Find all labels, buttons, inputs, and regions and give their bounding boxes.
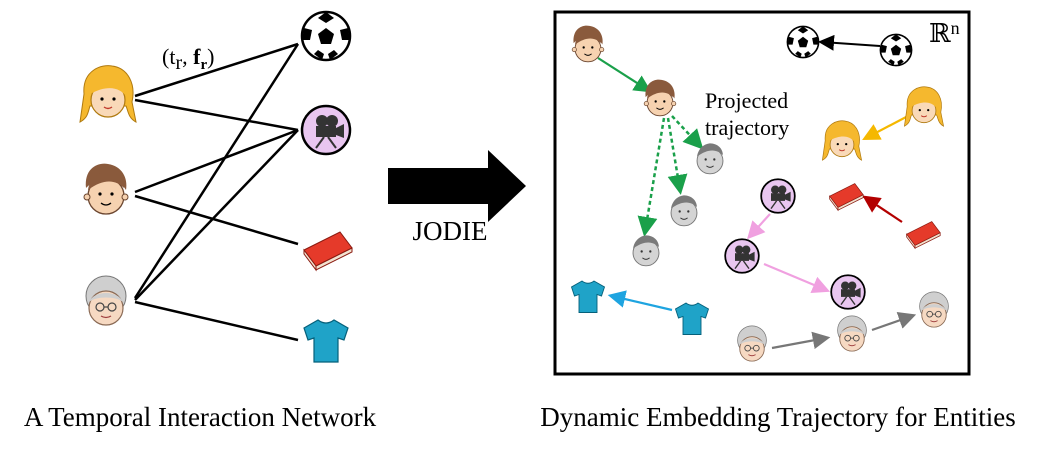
interaction-edges xyxy=(133,42,300,342)
edge-label: (tr, fr) xyxy=(162,44,214,74)
user-girl-icon xyxy=(79,64,137,123)
book-old-icon xyxy=(906,221,941,249)
right-caption: Dynamic Embedding Trajectory for Entitie… xyxy=(540,402,1015,432)
ball-old-icon xyxy=(879,33,913,67)
user-grandma-icon xyxy=(85,275,127,326)
jodie-label: JODIE xyxy=(413,216,488,246)
camera-3-icon xyxy=(830,274,866,310)
projected-trajectories xyxy=(637,115,704,237)
girl-past-icon xyxy=(903,86,945,127)
grandma-trajectory-1 xyxy=(771,331,831,350)
camera-trajectory-2 xyxy=(763,262,831,294)
grandma-trajectory-2 xyxy=(871,312,917,332)
left-caption: A Temporal Interaction Network xyxy=(24,402,377,432)
boy-trajectory xyxy=(597,57,652,93)
shirt-icon xyxy=(303,319,349,363)
book-new-icon xyxy=(829,183,864,211)
soccer-ball-icon xyxy=(300,10,352,62)
girl-current-icon xyxy=(821,120,863,161)
projected-boy-1-icon xyxy=(696,142,724,175)
camera-2-icon xyxy=(724,238,760,274)
movie-camera-icon xyxy=(300,104,352,156)
camera-1-icon xyxy=(760,178,796,214)
boy-past-icon xyxy=(571,25,605,63)
grandma-3-icon xyxy=(919,291,949,328)
embedding-space-box xyxy=(553,10,971,376)
shirt-old-icon xyxy=(675,302,709,335)
user-boy-icon xyxy=(83,162,129,215)
projected-boy-2-icon xyxy=(670,194,698,227)
projected-boy-3-icon xyxy=(632,234,660,267)
annotation-projected: Projected xyxy=(705,88,788,113)
grandma-2-icon xyxy=(837,315,867,352)
grandma-1-icon xyxy=(737,325,767,362)
boy-current-icon xyxy=(643,79,677,117)
ball-trajectory xyxy=(818,34,881,51)
book-trajectory xyxy=(862,195,903,223)
space-label: ℝn xyxy=(929,18,960,48)
camera-trajectory-1 xyxy=(747,213,771,240)
girl-trajectory xyxy=(862,115,909,141)
annotation-trajectory: trajectory xyxy=(705,115,789,140)
book-icon xyxy=(303,231,353,271)
shirt-new-icon xyxy=(571,280,605,313)
ball-new-icon xyxy=(786,25,820,59)
shirt-trajectory xyxy=(607,290,673,312)
jodie-arrow xyxy=(388,150,526,222)
